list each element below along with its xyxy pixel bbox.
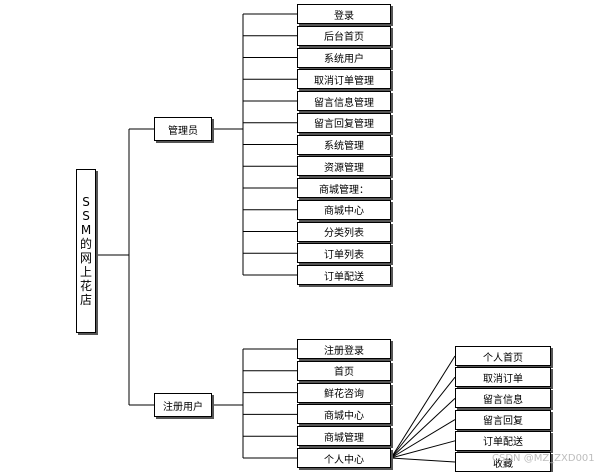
root-node-char: M: [80, 223, 92, 237]
admin-item: 留言信息管理: [297, 91, 391, 111]
personal-item-connector: [390, 419, 456, 459]
personal-item-connector: [390, 440, 456, 459]
admin-item: 商城管理：: [297, 178, 391, 198]
root-node-char: 的: [79, 237, 92, 251]
personal-item-connector: [390, 457, 456, 463]
personal-item-connector: [390, 376, 456, 459]
admin-item: 留言回复管理: [297, 112, 391, 133]
root-node-char: 花: [79, 279, 92, 293]
admin-item: 分类列表: [297, 221, 391, 242]
user-item: 个人中心: [297, 448, 391, 468]
admin-item: 取消订单管理: [297, 69, 391, 90]
personal-item-connector: [390, 398, 456, 459]
admin-item: 资源管理: [297, 156, 391, 177]
personal-item-connector: [390, 355, 456, 459]
user-item: 首页: [297, 360, 391, 381]
root-node-char: 店: [79, 293, 92, 307]
admin-item: 订单列表: [297, 243, 391, 264]
root-node-char: 上: [79, 265, 92, 279]
root-node-char: 网: [79, 251, 92, 265]
user-item: 注册登录: [297, 339, 391, 359]
root-node-char: S: [82, 209, 90, 223]
user-item: 商城中心: [297, 404, 391, 425]
personal-item: 个人首页: [455, 346, 551, 366]
admin-item: 系统用户: [297, 47, 391, 68]
admin-item: 登录: [297, 4, 391, 24]
personal-item: 留言回复: [455, 409, 551, 430]
admin-node: 管理员: [154, 117, 212, 141]
watermark-text: CSDN @MZ_ZXD001: [492, 453, 595, 464]
personal-item: 留言信息: [455, 388, 551, 409]
user-item: 商城管理: [297, 426, 391, 447]
user-node: 注册用户: [154, 393, 212, 417]
admin-item: 订单配送: [297, 265, 391, 285]
root-node-char: S: [82, 195, 90, 209]
personal-item: 取消订单: [455, 367, 551, 388]
admin-item: 商城中心: [297, 199, 391, 220]
user-item: 鲜花咨询: [297, 382, 391, 403]
admin-item: 后台首页: [297, 25, 391, 46]
personal-item: 订单配送: [455, 430, 551, 451]
admin-item: 系统管理: [297, 134, 391, 155]
